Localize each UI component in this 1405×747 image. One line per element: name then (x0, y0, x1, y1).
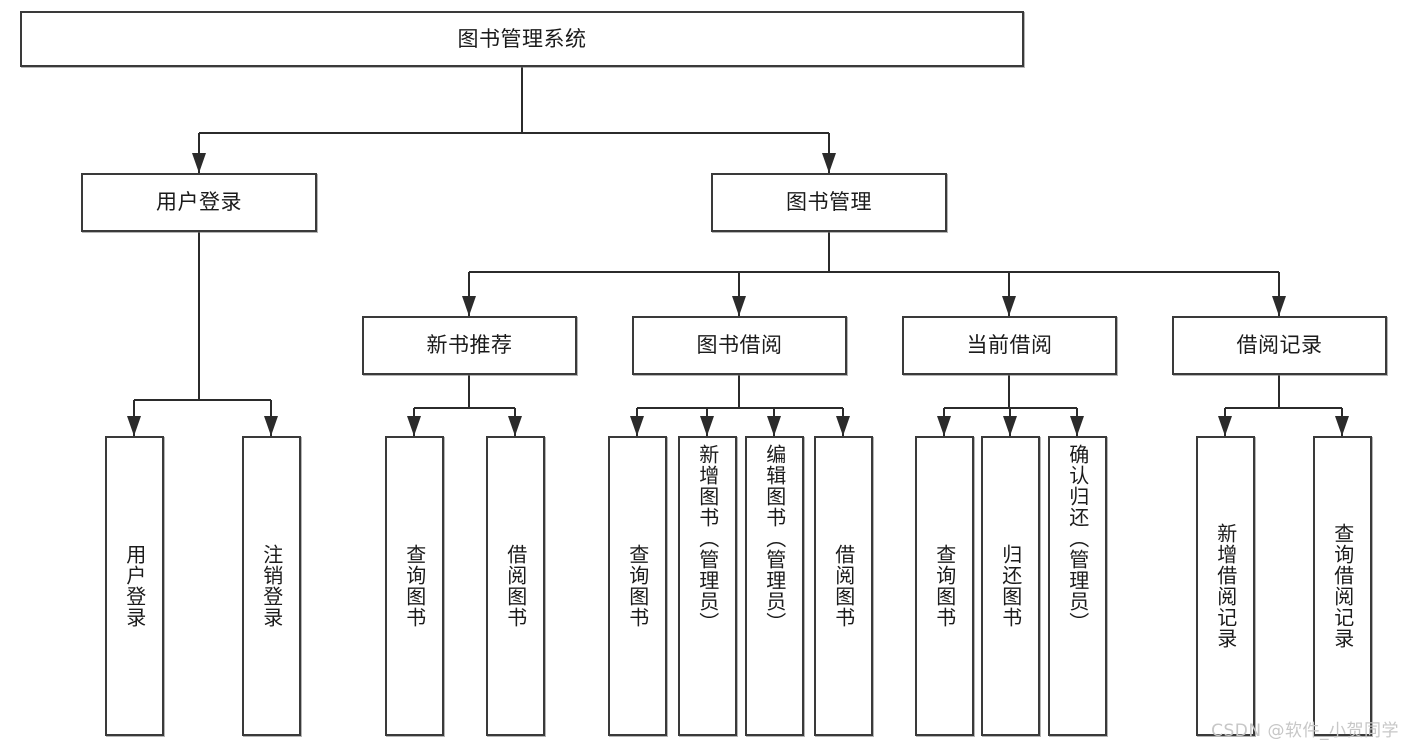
node-label: 新增图书（管理员） (695, 444, 720, 633)
leaf-node-leaf-borrow-book[interactable]: 借阅图书 (814, 436, 873, 736)
node-label: 图书借阅 (696, 333, 783, 358)
leaf-node-leaf-query-borrow-record[interactable]: 查询借阅记录 (1313, 436, 1372, 736)
module-node-current-borrow[interactable]: 当前借阅 (902, 316, 1117, 375)
module-node-book-manage[interactable]: 图书管理 (711, 173, 947, 232)
module-node-borrow-record[interactable]: 借阅记录 (1172, 316, 1387, 375)
leaf-node-leaf-borrow-book-rec[interactable]: 借阅图书 (486, 436, 545, 736)
node-label: 注销登录 (259, 544, 284, 628)
connector-conn-bookmanage-to-level2 (462, 232, 1286, 316)
connector-conn-borrow-to-leaves (630, 375, 850, 436)
node-label: 图书管理 (786, 190, 872, 215)
connector-conn-record-to-leaves (1218, 375, 1349, 436)
root-node-root[interactable]: 图书管理系统 (20, 11, 1024, 67)
node-label: 查询图书 (625, 544, 650, 628)
node-label: 新书推荐 (426, 333, 513, 358)
connector-conn-current-to-leaves (937, 375, 1084, 436)
connector-conn-root-to-level1 (192, 67, 836, 173)
node-label: 图书管理系统 (457, 26, 587, 51)
node-label: 当前借阅 (966, 333, 1053, 358)
connector-conn-rec-to-leaves (407, 375, 522, 436)
node-label: 查询图书 (402, 544, 427, 628)
leaf-node-leaf-user-login[interactable]: 用户登录 (105, 436, 164, 736)
node-label: 用户登录 (122, 544, 147, 628)
node-label: 新增借阅记录 (1213, 523, 1238, 649)
node-label: 编辑图书（管理员） (762, 444, 787, 633)
connector-conn-booklogin-to-leaves (127, 232, 278, 436)
node-label: 查询图书 (932, 544, 957, 628)
watermark-label: CSDN @软件_小贺同学 (1211, 721, 1399, 741)
module-node-book-borrow[interactable]: 图书借阅 (632, 316, 847, 375)
leaf-node-leaf-query-book-rec[interactable]: 查询图书 (385, 436, 444, 736)
node-label: 用户登录 (156, 190, 242, 215)
leaf-node-leaf-query-book-borrow[interactable]: 查询图书 (608, 436, 667, 736)
leaf-node-leaf-return-book[interactable]: 归还图书 (981, 436, 1040, 736)
leaf-node-leaf-user-logout[interactable]: 注销登录 (242, 436, 301, 736)
leaf-node-leaf-confirm-return-admin[interactable]: 确认归还（管理员） (1048, 436, 1107, 736)
module-node-user-login[interactable]: 用户登录 (81, 173, 317, 232)
module-node-new-book-recommend[interactable]: 新书推荐 (362, 316, 577, 375)
leaf-node-leaf-query-book-current[interactable]: 查询图书 (915, 436, 974, 736)
node-label: 借阅图书 (831, 544, 856, 628)
leaf-node-leaf-add-borrow-record[interactable]: 新增借阅记录 (1196, 436, 1255, 736)
node-label: 确认归还（管理员） (1065, 444, 1090, 633)
node-label: 借阅记录 (1236, 333, 1323, 358)
node-label: 归还图书 (998, 544, 1023, 628)
node-label: 查询借阅记录 (1330, 523, 1355, 649)
node-label: 借阅图书 (503, 544, 528, 628)
leaf-node-leaf-edit-book-admin[interactable]: 编辑图书（管理员） (745, 436, 804, 736)
leaf-node-leaf-add-book-admin[interactable]: 新增图书（管理员） (678, 436, 737, 736)
